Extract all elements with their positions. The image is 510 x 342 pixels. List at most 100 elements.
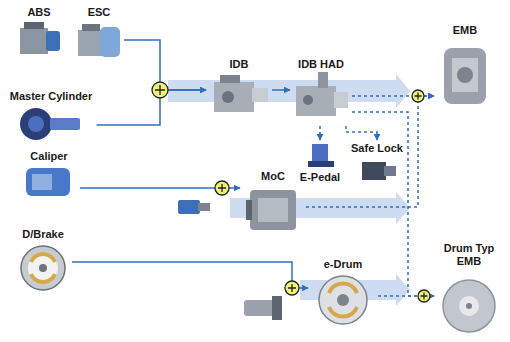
motor-illustration: [244, 300, 274, 316]
plus-junction: [155, 85, 165, 95]
component-label: ABS: [27, 6, 50, 19]
e-pedal-illustration: [308, 144, 334, 167]
component-node: e-Drum: [308, 256, 378, 328]
caliper-illustration: [26, 168, 70, 196]
abs-unit-illustration: [46, 31, 60, 51]
actuator-illustration: [198, 203, 210, 211]
drum-brake-illustration: [28, 253, 58, 283]
drum-emb-illustration: [466, 303, 472, 309]
master-cylinder-illustration: [20, 108, 52, 140]
component-node: ABS: [14, 4, 64, 60]
flow-connector: [352, 112, 434, 296]
component-node: D/Brake: [14, 226, 72, 294]
component-node: IDB HAD: [290, 56, 352, 126]
e-drum-illustration: [319, 276, 367, 324]
flow-band: [168, 74, 410, 108]
emb-illustration: [457, 67, 473, 83]
idb-had-illustration: [303, 95, 313, 105]
flow-connector: [319, 126, 321, 140]
drum-emb-illustration: [443, 280, 495, 332]
idb-illustration: [220, 75, 240, 83]
plus-junction: [421, 293, 428, 300]
drum-brake-illustration: [39, 264, 47, 272]
component-label: D/Brake: [22, 228, 64, 241]
idb-had-illustration: [296, 86, 336, 116]
idb-illustration: [214, 75, 268, 112]
plus-junction: [285, 281, 299, 295]
safe-lock-illustration: [384, 166, 396, 176]
component-label: Safe Lock: [351, 142, 403, 155]
safe-lock-illustration: [362, 162, 386, 180]
plus-junction: [415, 93, 422, 100]
component-label: e-Drum: [324, 258, 363, 271]
e-pedal-illustration: [312, 144, 328, 162]
plus-junction: [215, 181, 229, 195]
drum-emb-illustration: [459, 296, 479, 316]
idb-illustration: [222, 91, 234, 103]
flow-connector: [97, 90, 207, 125]
abs-unit-illustration: [24, 22, 44, 29]
e-pedal-illustration: [308, 161, 334, 167]
esc-unit-illustration: [100, 27, 120, 57]
component-label: ESC: [88, 6, 111, 19]
moc-illustration: [258, 198, 288, 222]
component-node: ESC: [74, 4, 124, 64]
flow-connector: [124, 40, 206, 90]
plus-junction: [418, 290, 430, 302]
safe-lock-illustration: [362, 162, 396, 180]
master-cylinder-illustration: [20, 108, 80, 140]
component-node: EMB: [434, 22, 496, 114]
actuator-illustration: [178, 200, 210, 214]
drum-brake-illustration: [31, 254, 55, 262]
plus-junction: [218, 184, 226, 192]
component-label: E-Pedal: [300, 171, 340, 184]
plus-junction: [152, 82, 430, 302]
component-label: EMB: [453, 24, 477, 37]
idb-had-illustration: [334, 92, 348, 108]
caliper-illustration: [26, 168, 70, 196]
abs-unit-illustration: [20, 22, 60, 54]
idb-had-illustration: [296, 72, 348, 116]
idb-illustration: [252, 88, 268, 102]
component-label: Master Cylinder: [10, 90, 93, 103]
e-drum-illustration: [337, 294, 349, 306]
abs-unit-illustration: [20, 28, 48, 54]
emb-illustration: [452, 58, 478, 92]
esc-unit-illustration: [82, 24, 100, 31]
master-cylinder-illustration: [28, 116, 44, 132]
component-label: Drum Typ EMB: [436, 242, 502, 268]
component-node: E-Pedal: [296, 140, 345, 186]
e-drum-illustration: [329, 307, 357, 317]
flow-band: [168, 74, 410, 306]
component-node: Drum Typ EMB: [434, 240, 504, 338]
component-node: Master Cylinder: [6, 88, 97, 144]
moc-illustration: [250, 190, 296, 230]
flow-connector: [306, 96, 434, 207]
component-label: IDB HAD: [298, 58, 344, 71]
component-node: MoC: [240, 168, 306, 238]
component-node: Caliper: [18, 148, 80, 204]
component-label: Caliper: [30, 150, 67, 163]
plus-junction: [152, 82, 168, 98]
flow-connector: [72, 262, 308, 288]
plus-junction: [412, 90, 424, 102]
e-drum-illustration: [319, 276, 367, 324]
flow-connector: [346, 126, 377, 140]
component-label: MoC: [261, 170, 285, 183]
emb-illustration: [444, 48, 486, 104]
drum-brake-illustration: [31, 274, 55, 282]
motor-illustration: [244, 296, 282, 320]
drum-brake-illustration: [21, 246, 65, 290]
drum-emb-illustration: [443, 280, 495, 332]
moc-illustration: [246, 190, 296, 230]
component-node: IDB: [206, 56, 272, 122]
idb-illustration: [214, 82, 254, 112]
caliper-illustration: [32, 174, 52, 190]
e-drum-illustration: [329, 283, 357, 293]
plus-junction: [288, 284, 296, 292]
component-label: IDB: [230, 58, 249, 71]
